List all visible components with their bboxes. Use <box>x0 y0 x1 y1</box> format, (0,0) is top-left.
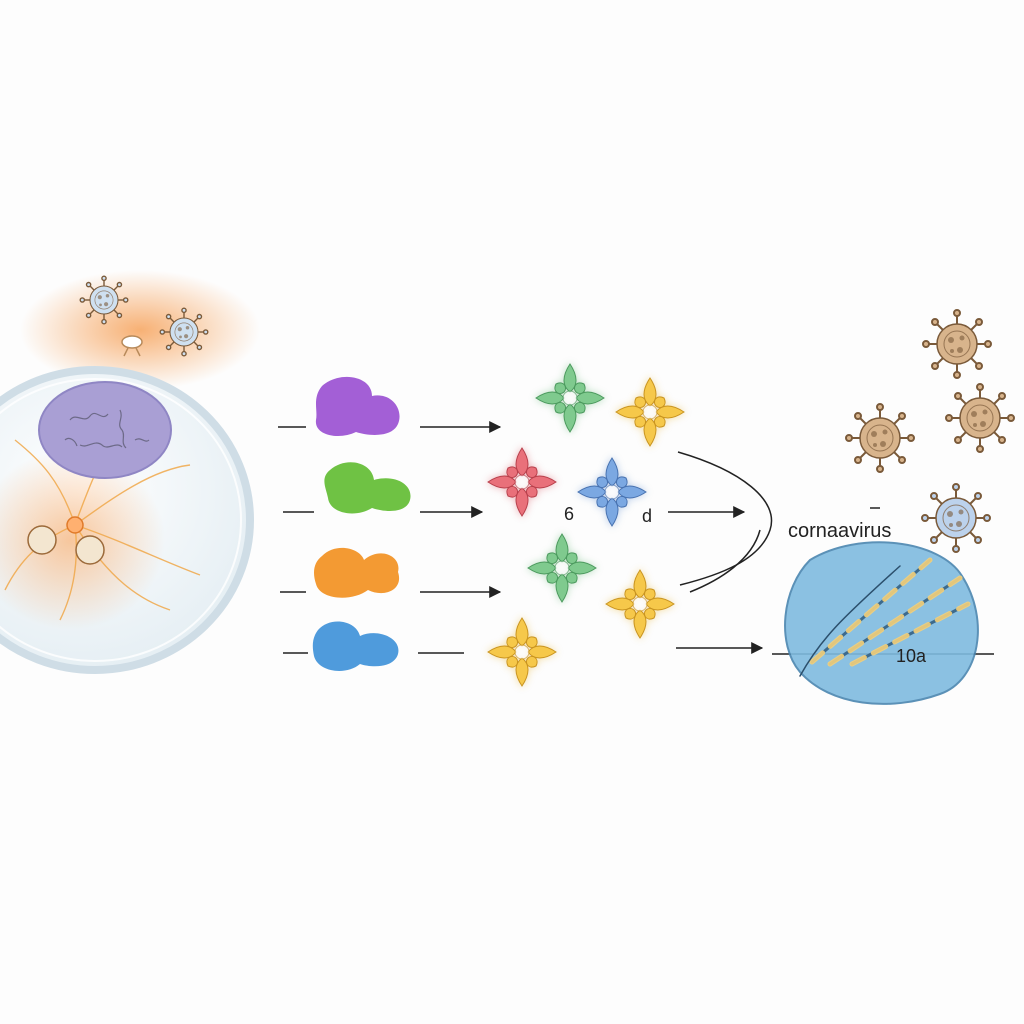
entry-particle-icon <box>121 335 143 357</box>
stray-text-b: d <box>642 506 652 526</box>
virus-icon <box>921 483 991 553</box>
molecule-star-green <box>535 363 605 433</box>
protein-blob-green <box>324 462 411 514</box>
nucleus <box>38 381 172 479</box>
molecule-star-yellow <box>615 377 685 447</box>
virus-icon <box>159 307 209 357</box>
molecule-star-yellow-3 <box>487 617 557 687</box>
protein-blob-purple <box>315 376 400 436</box>
protein-blob-blue <box>312 621 399 671</box>
input-lines <box>278 426 314 654</box>
virus-label: cornaavirus <box>788 520 891 542</box>
pathway-arrows <box>418 421 502 654</box>
molecule-star-yellow-2 <box>605 569 675 639</box>
chromatin-strands <box>64 409 150 449</box>
host-label: 10a <box>896 646 927 666</box>
cell-virions <box>27 516 105 565</box>
molecule-star-blue <box>577 457 647 527</box>
virus-icon <box>79 275 129 325</box>
molecule-star-red <box>487 447 557 517</box>
virus-icon <box>845 403 915 473</box>
stray-text-a: 6 <box>564 504 574 524</box>
virus-icon <box>945 383 1015 453</box>
infected-cell <box>0 270 260 674</box>
viral-rna-strands <box>799 557 971 677</box>
host-cell-blob <box>784 541 979 705</box>
molecule-star-green-2 <box>527 533 597 603</box>
protein-blob-orange <box>314 547 400 598</box>
virus-icon <box>922 309 992 379</box>
